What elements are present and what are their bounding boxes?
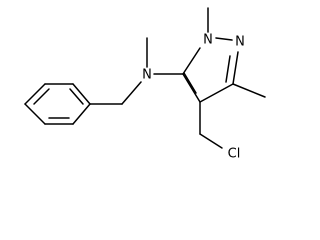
atom-label-ring-nitrogen-1: N: [203, 33, 213, 48]
atom-label-amine-nitrogen: N: [142, 68, 152, 83]
chemical-structure-diagram: N N N Cl: [24, 7, 266, 162]
bond-ch2-amine: [121, 81, 142, 105]
bond-c4-c5-double: [183, 72, 197, 94]
bond-benzene-6: [24, 103, 46, 125]
bond-benzene-double-1: [33, 88, 50, 105]
bond-n2-c3-double: [225, 55, 231, 83]
bond-c3-c4: [199, 83, 234, 103]
bond-c4-c5: [182, 73, 201, 103]
atom-label-ring-nitrogen-2: N: [235, 35, 245, 50]
bond-benzene-double-2: [69, 88, 84, 105]
bond-n1-n2: [215, 37, 233, 41]
atom-label-chlorine: Cl: [228, 147, 241, 162]
bond-benzene-4: [72, 103, 91, 125]
bond-benzene-1: [24, 83, 46, 105]
bond-ch2-cl: [199, 133, 223, 149]
bonds: [24, 7, 266, 149]
atom-labels: N N N Cl: [142, 33, 245, 162]
bond-c5-n1: [182, 47, 201, 75]
bond-n2-c3: [232, 51, 239, 85]
bond-c3-methyl: [232, 83, 266, 98]
bond-benzene-3: [72, 83, 91, 105]
